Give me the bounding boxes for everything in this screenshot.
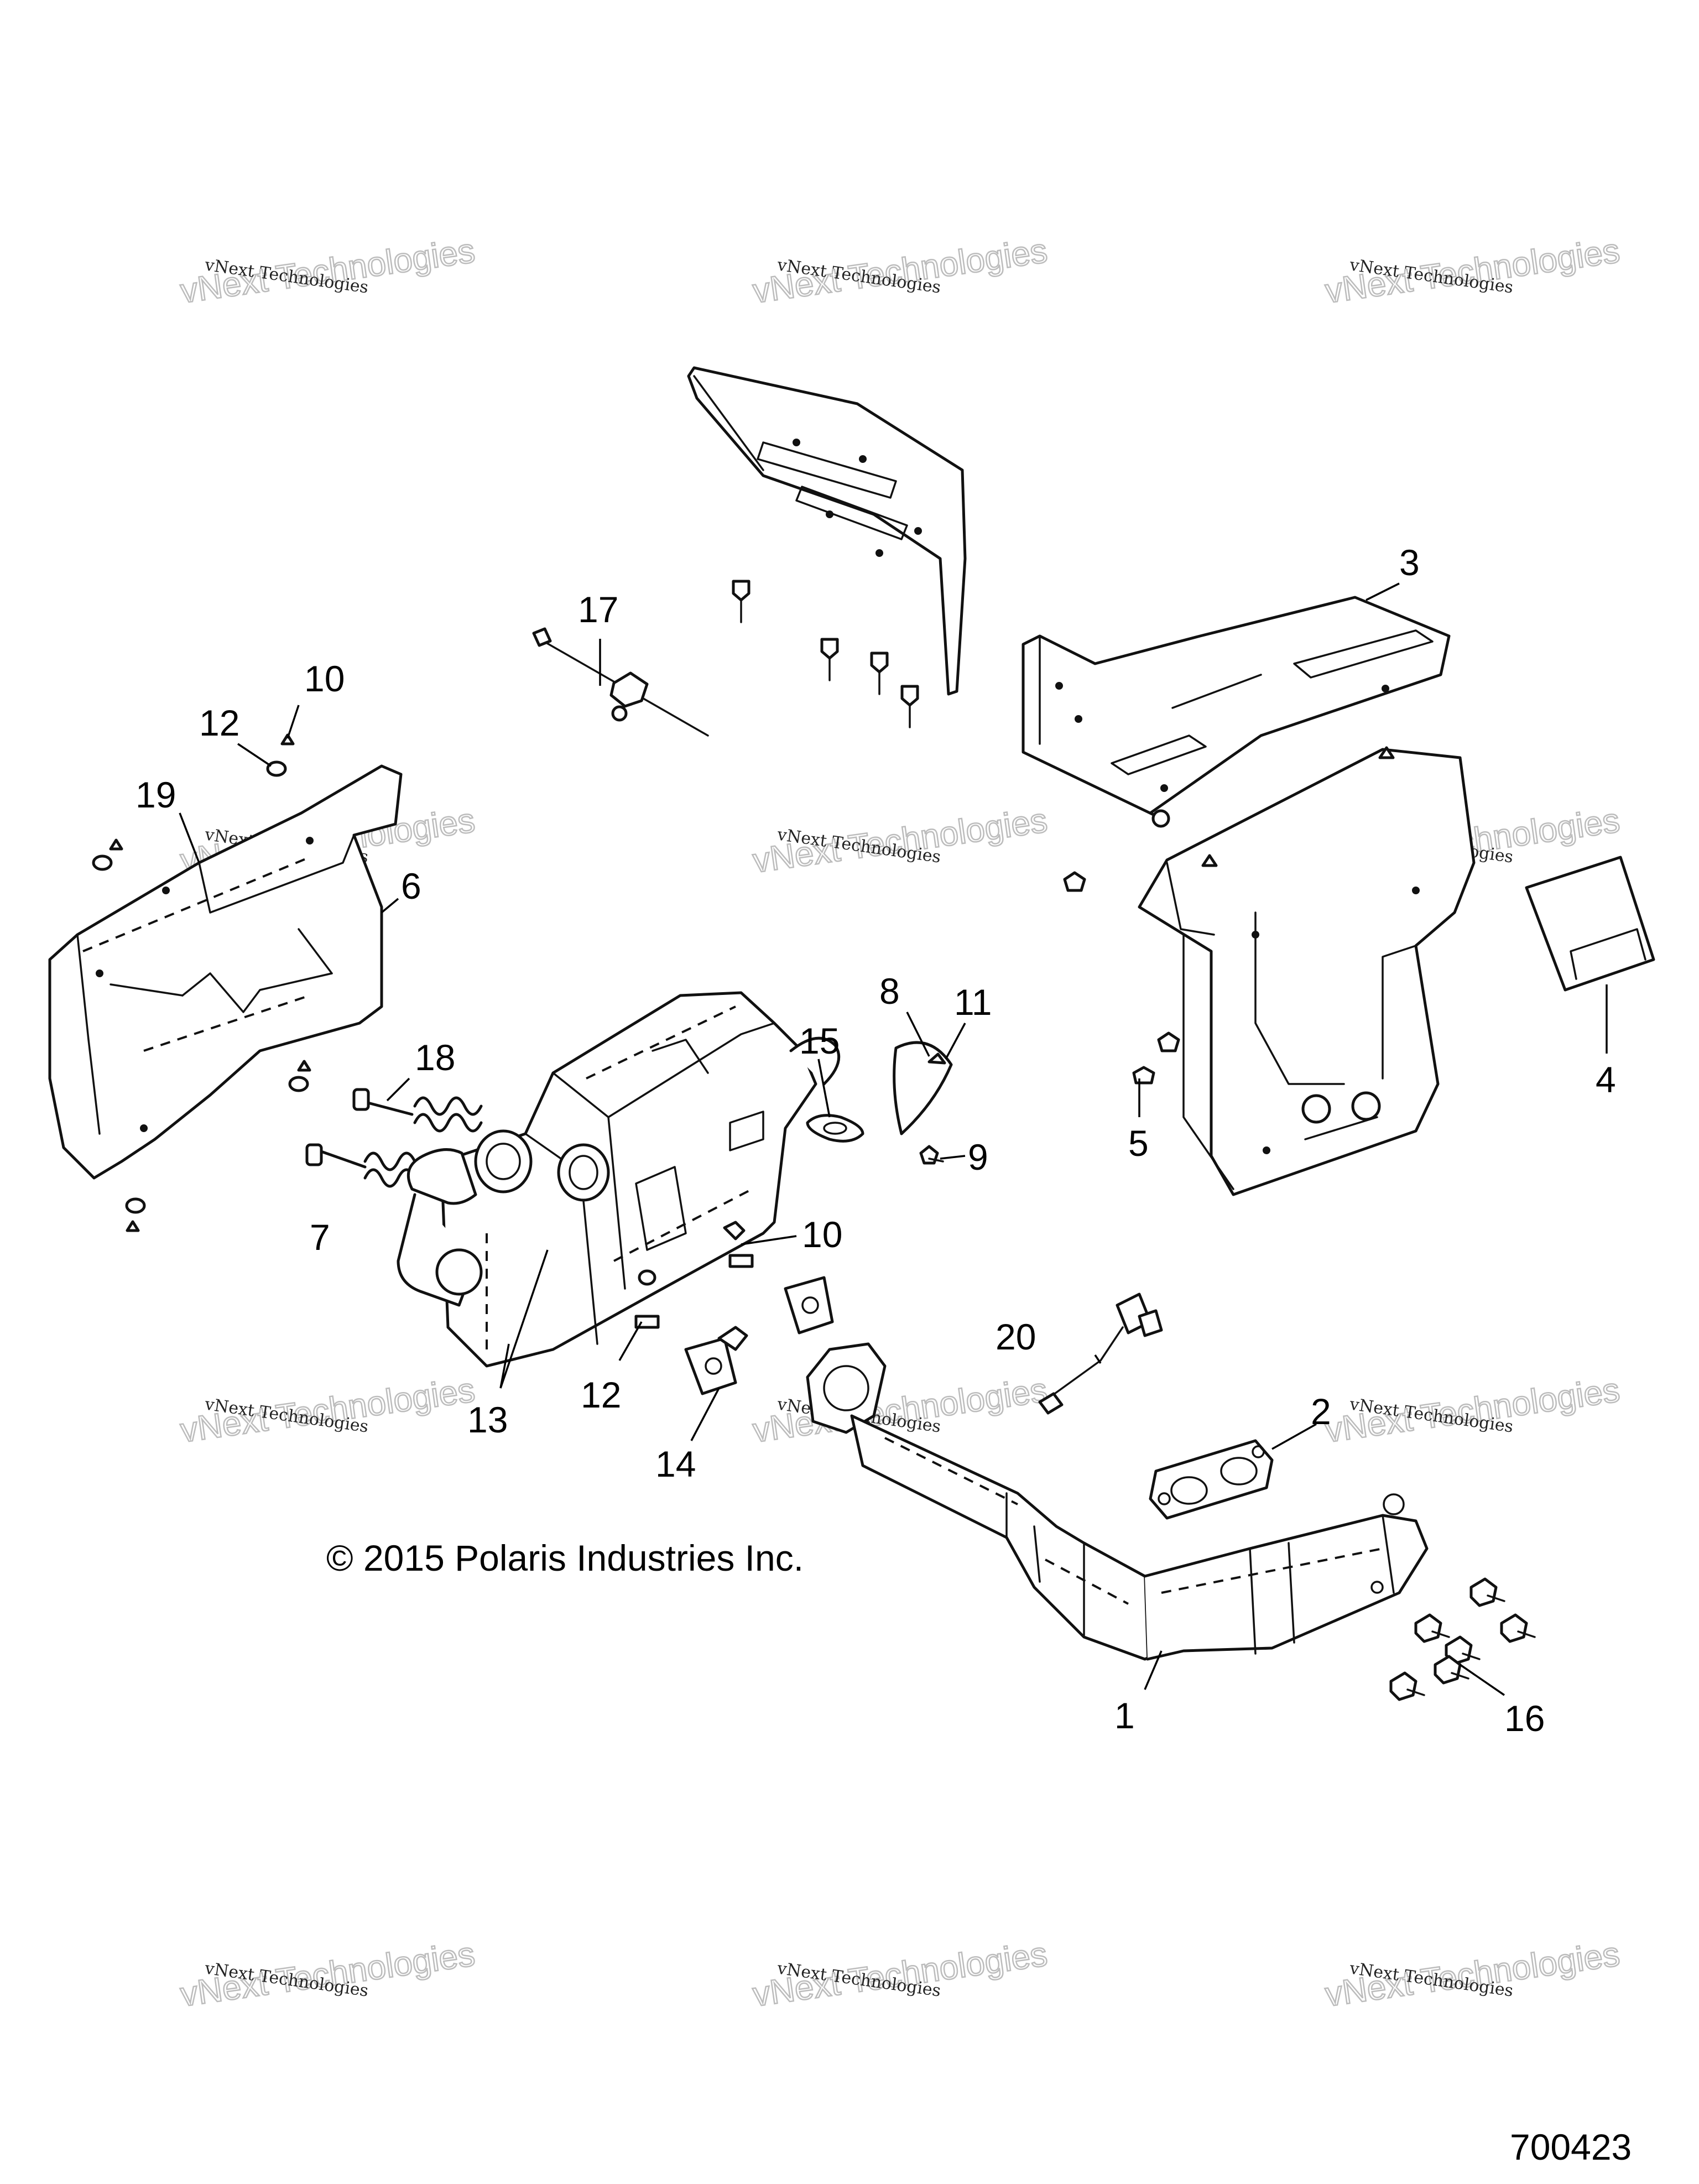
callout-10-top: 10 xyxy=(304,658,345,699)
watermark: vNext Technologies vNext Technologies xyxy=(1322,1370,1623,1451)
head-pipe-part-1 xyxy=(806,1342,1429,1661)
callout-12-lower: 12 xyxy=(581,1374,621,1415)
left-shield-fasteners xyxy=(92,733,311,1232)
callout-8: 8 xyxy=(879,971,900,1012)
callout-17: 17 xyxy=(578,589,618,630)
watermark: vNext Technologies vNext Technologies xyxy=(750,801,1050,881)
muffler-fasteners xyxy=(634,1221,754,1329)
screw-part-9 xyxy=(919,1145,944,1165)
plate-part-4 xyxy=(1525,856,1655,992)
callout-16: 16 xyxy=(1504,1698,1545,1739)
bracket-screws xyxy=(732,580,919,728)
watermark: vNext Technologies vNext Technologies xyxy=(1322,1935,1623,2015)
leader-lines xyxy=(179,582,1608,1696)
exhaust-gasket-part-2 xyxy=(1149,1439,1274,1520)
callout-labels: 1 2 3 4 5 6 7 8 9 10 10 11 12 12 13 14 1… xyxy=(135,542,1616,1739)
copyright-text: © 2015 Polaris Industries Inc. xyxy=(326,1537,804,1578)
watermark: vNext Technologies vNext Technologies xyxy=(178,1370,478,1451)
callout-19: 19 xyxy=(135,774,176,815)
cap-part-8 xyxy=(893,1041,953,1135)
heat-shield-part-6 xyxy=(48,764,403,1180)
watermark: vNext Technologies vNext Technologies xyxy=(750,1935,1050,2015)
watermark: vNext Technologies vNext Technologies xyxy=(1322,231,1623,311)
o2-sensor-part-20 xyxy=(1038,1292,1163,1415)
watermark: vNext Technologies vNext Technologies xyxy=(750,231,1050,311)
callout-15: 15 xyxy=(799,1020,840,1061)
callout-5: 5 xyxy=(1128,1123,1149,1164)
callout-4: 4 xyxy=(1596,1059,1616,1100)
watermark: vNext Technologies vNext Technologies xyxy=(178,1935,478,2015)
callout-2: 2 xyxy=(1311,1391,1331,1432)
callout-11: 11 xyxy=(954,982,992,1023)
muffler-part-13 xyxy=(397,991,841,1368)
callout-6: 6 xyxy=(401,866,421,906)
spring-bolt-part-18 xyxy=(352,1088,483,1133)
callout-14: 14 xyxy=(655,1443,696,1484)
cable-tie-part-17 xyxy=(532,627,709,737)
callout-13: 13 xyxy=(467,1399,508,1440)
callout-3: 3 xyxy=(1399,542,1420,583)
callout-18: 18 xyxy=(415,1037,455,1078)
bolts-part-16 xyxy=(1389,1577,1536,1701)
spring-bolt-part-7 xyxy=(305,1143,416,1188)
callout-12-top: 12 xyxy=(199,702,239,743)
rubber-mount-part-14 xyxy=(684,1276,834,1395)
gasket-part-15 xyxy=(806,1114,864,1143)
callout-9: 9 xyxy=(968,1137,988,1177)
upper-heat-shield-bracket xyxy=(687,366,967,696)
callout-20: 20 xyxy=(996,1316,1036,1357)
callout-1: 1 xyxy=(1114,1695,1135,1736)
callout-10-lower: 10 xyxy=(802,1214,842,1255)
watermark: vNext Technologies vNext Technologies xyxy=(178,231,478,311)
heat-shield-part-5 xyxy=(1138,748,1476,1196)
heat-shield-part-3 xyxy=(1022,596,1451,828)
heat-shield-fasteners xyxy=(1063,746,1395,1085)
callout-7: 7 xyxy=(310,1217,330,1258)
document-number: 700423 xyxy=(1510,2126,1632,2167)
